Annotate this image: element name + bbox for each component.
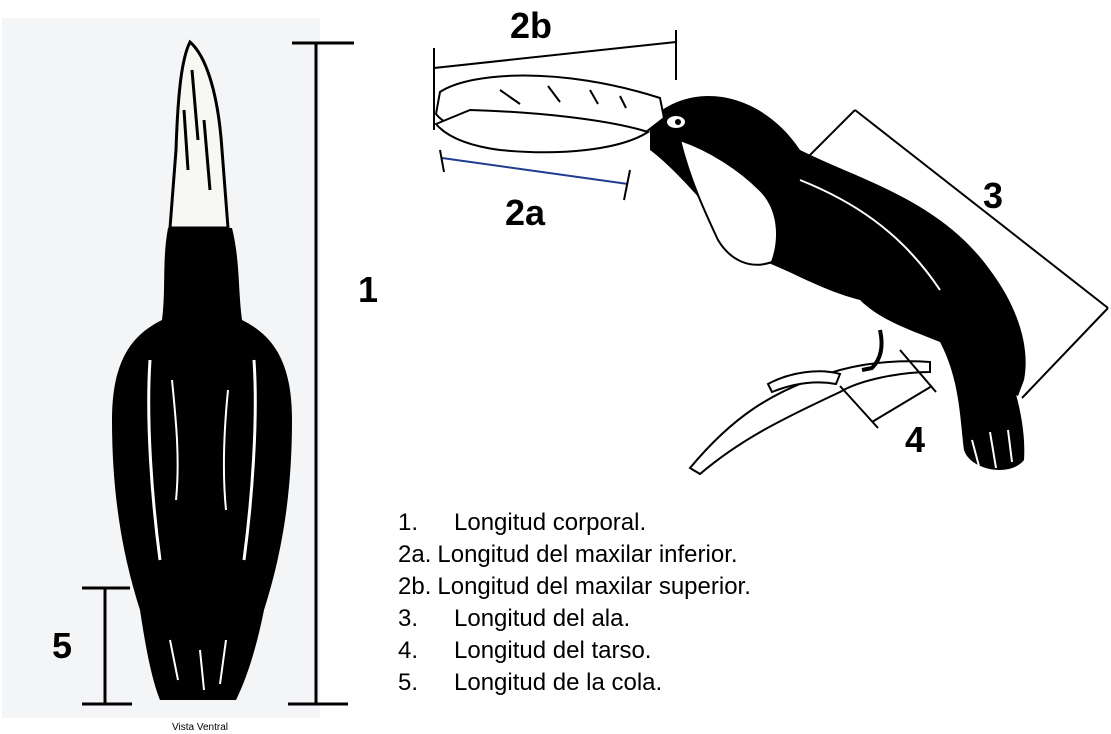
lateral-body	[650, 96, 1026, 396]
legend-text: Longitud del ala.	[454, 605, 630, 632]
label-wing: 3	[983, 175, 1003, 216]
legend-text: Longitud del maxilar superior.	[437, 573, 751, 600]
legend-text: Longitud del tarso.	[454, 637, 651, 664]
legend-text: Longitud corporal.	[454, 509, 646, 536]
legend-number: 5.	[398, 667, 454, 699]
legend-item: 2b.Longitud del maxilar superior.	[398, 571, 751, 603]
legend-number: 2b.	[398, 571, 431, 603]
label-upper-bill: 2b	[510, 5, 552, 46]
lateral-view	[436, 76, 1026, 475]
legend-text: Longitud del maxilar inferior.	[437, 541, 737, 568]
label-total-length: 1	[358, 269, 378, 310]
legend-number: 1.	[398, 507, 454, 539]
legend-item: 1.Longitud corporal.	[398, 507, 751, 539]
legend-item: 5.Longitud de la cola.	[398, 667, 751, 699]
legend: 1.Longitud corporal. 2a.Longitud del max…	[398, 507, 751, 699]
label-tail-length: 5	[52, 625, 72, 666]
label-lower-bill: 2a	[505, 192, 546, 233]
legend-text: Longitud de la cola.	[454, 669, 662, 696]
legend-number: 3.	[398, 603, 454, 635]
ventral-view-panel: Vista Ventral	[2, 18, 320, 733]
legend-item: 3.Longitud del ala.	[398, 603, 751, 635]
legend-item: 2a.Longitud del maxilar inferior.	[398, 539, 751, 571]
legend-number: 4.	[398, 635, 454, 667]
legend-number: 2a.	[398, 539, 431, 571]
legend-item: 4.Longitud del tarso.	[398, 635, 751, 667]
ventral-caption: Vista Ventral	[172, 722, 228, 733]
label-tarsus: 4	[905, 419, 925, 460]
dimension-lower-bill: 2a	[440, 150, 630, 233]
